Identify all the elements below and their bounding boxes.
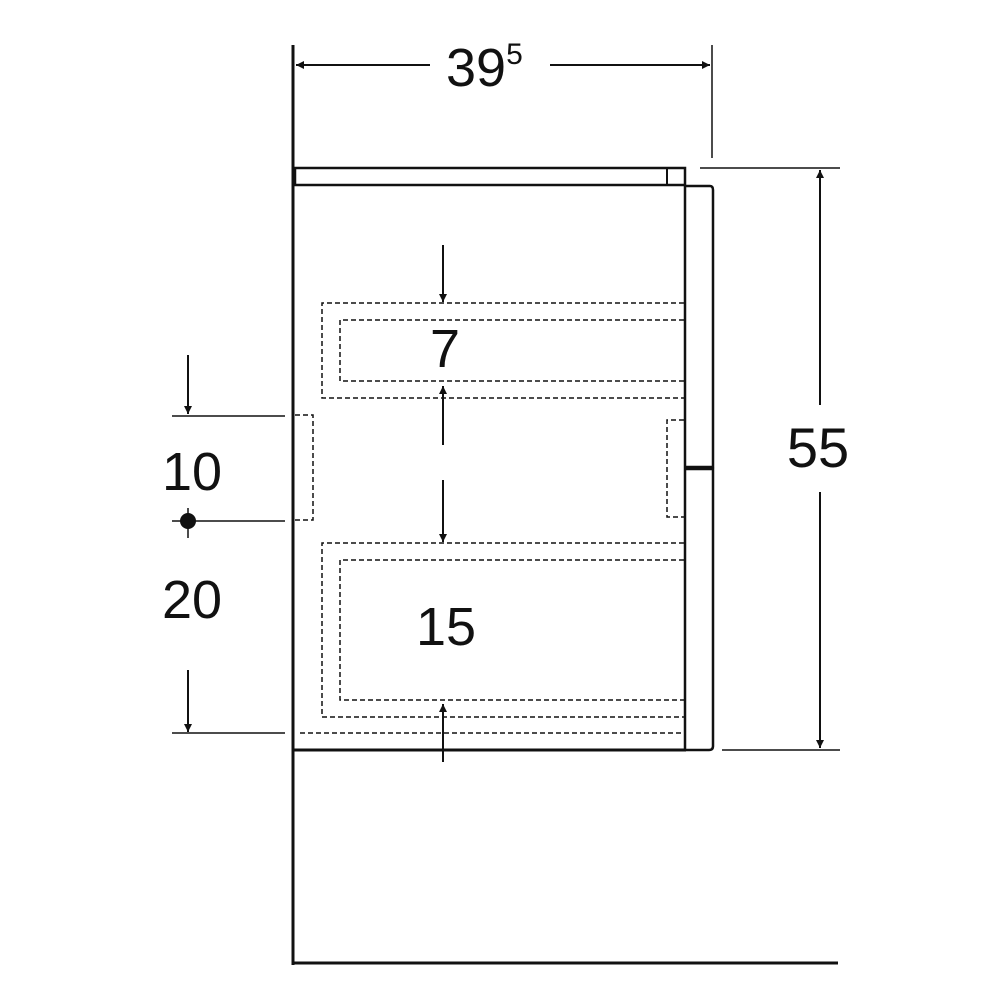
reference-point [180,513,196,529]
front-panel-top [686,184,715,469]
drawer-top-label: 7 [430,319,460,379]
drawer-top-outline [321,302,684,399]
drawer-bottom-outline [321,542,684,718]
height-label: 55 [787,416,849,479]
left-lower-label: 20 [162,570,222,630]
rail-right [666,419,684,518]
width-label: 395 [446,38,523,98]
countertop [293,166,687,187]
left-upper-label: 10 [162,442,222,502]
drawer-bottom-label: 15 [416,597,476,657]
drawer-top-inner [339,319,684,382]
drawer-bottom-inner [339,559,684,701]
rail-left [295,414,314,521]
countertop-edge [666,167,686,186]
front-panel-bottom [686,467,715,752]
